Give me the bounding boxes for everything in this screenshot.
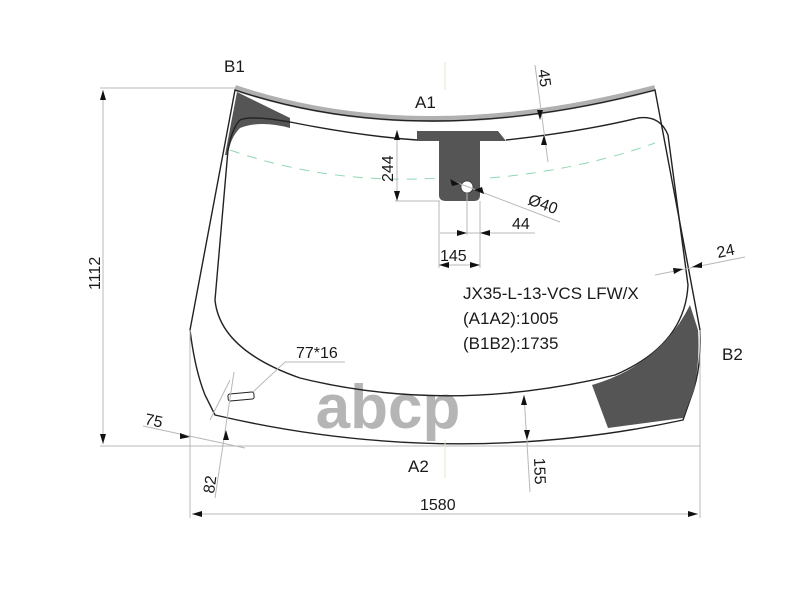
mirror-mount-frit bbox=[417, 131, 506, 201]
point-a2: A2 bbox=[408, 457, 429, 476]
dim-hole-offset: 44 bbox=[512, 216, 530, 233]
point-b2: B2 bbox=[722, 345, 743, 364]
dim-lower-height: 82 bbox=[201, 474, 220, 494]
dim-bottom-band: 155 bbox=[530, 458, 548, 485]
point-b1: B1 bbox=[224, 57, 245, 76]
dim-height: 1112 bbox=[87, 257, 104, 290]
dim-width: 1580 bbox=[420, 497, 456, 514]
dim-mirror-depth: 244 bbox=[380, 155, 397, 182]
glass-outline bbox=[189, 89, 701, 445]
b1b2-distance: (B1B2):1735 bbox=[463, 334, 558, 353]
sensor-slot bbox=[227, 391, 255, 402]
a1a2-distance: (A1A2):1005 bbox=[463, 309, 558, 328]
inner-outline bbox=[214, 116, 689, 397]
heating-line bbox=[229, 142, 656, 180]
part-code: JX35-L-13-VCS LFW/X bbox=[463, 284, 639, 303]
dim-hole-diameter: Ø40 bbox=[526, 192, 560, 218]
dim-lower-side: 75 bbox=[143, 411, 164, 431]
watermark: abcp bbox=[316, 373, 461, 442]
frit-top-left bbox=[225, 92, 290, 155]
frit-bottom-right bbox=[592, 305, 699, 428]
dim-side-band: 24 bbox=[715, 242, 736, 262]
point-a1: A1 bbox=[415, 93, 436, 112]
dim-top-band: 45 bbox=[534, 68, 553, 88]
top-band bbox=[234, 85, 656, 122]
dim-slot-size: 77*16 bbox=[296, 345, 338, 362]
dim-mount-width: 145 bbox=[440, 248, 467, 265]
